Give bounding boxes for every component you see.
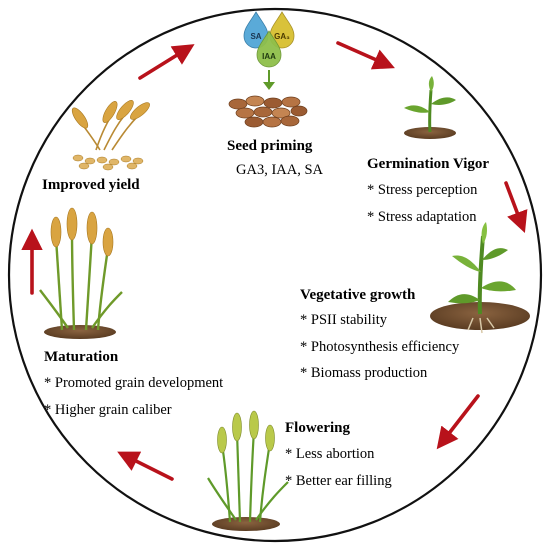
- wheat-bundle-icon: [71, 100, 150, 171]
- hormone-label-ga3: GA₃: [274, 32, 290, 41]
- maturation-item-2: * Higher grain caliber: [44, 402, 172, 418]
- flowering-item-2: * Better ear filling: [285, 473, 392, 489]
- hormone-label-iaa: IAA: [262, 52, 276, 61]
- maturation-item-1: * Promoted grain development: [44, 375, 224, 391]
- hormone-label-sa: SA: [250, 32, 261, 41]
- germination-item-1: * Stress perception: [367, 182, 478, 198]
- seeds-icon: [228, 95, 308, 128]
- arrow-vegetative-to-flowering: [436, 394, 480, 450]
- vegetative-item-1: * PSII stability: [300, 312, 388, 328]
- cycle-arrows: [21, 41, 528, 481]
- hormone-drops-icon: SA GA₃ IAA: [243, 11, 295, 90]
- flowering-title: Flowering: [285, 420, 350, 436]
- germination-title: Germination Vigor: [367, 156, 490, 172]
- improved-yield-title: Improved yield: [42, 177, 140, 193]
- arrow-germination-to-vegetative: [504, 181, 528, 234]
- arrow-priming-to-germination: [336, 41, 395, 70]
- seedling-icon: [404, 76, 456, 139]
- maturation-title: Maturation: [44, 349, 119, 365]
- flowering-wheat-icon: [207, 410, 289, 531]
- vegetative-title: Vegetative growth: [300, 287, 416, 303]
- flowering-item-1: * Less abortion: [285, 446, 375, 462]
- arrow-yield-to-priming: [138, 44, 195, 80]
- vegetative-item-2: * Photosynthesis efficiency: [300, 339, 460, 355]
- germination-item-2: * Stress adaptation: [367, 209, 477, 225]
- mature-wheat-icon: [39, 207, 123, 339]
- seed-priming-title: Seed priming: [227, 138, 313, 154]
- arrow-flowering-to-maturation: [117, 451, 174, 481]
- seed-priming-subtitle: GA3, IAA, SA: [236, 162, 323, 178]
- vegetative-item-3: * Biomass production: [300, 365, 428, 381]
- young-plant-icon: [430, 222, 530, 334]
- cycle-ring: [7, 7, 543, 543]
